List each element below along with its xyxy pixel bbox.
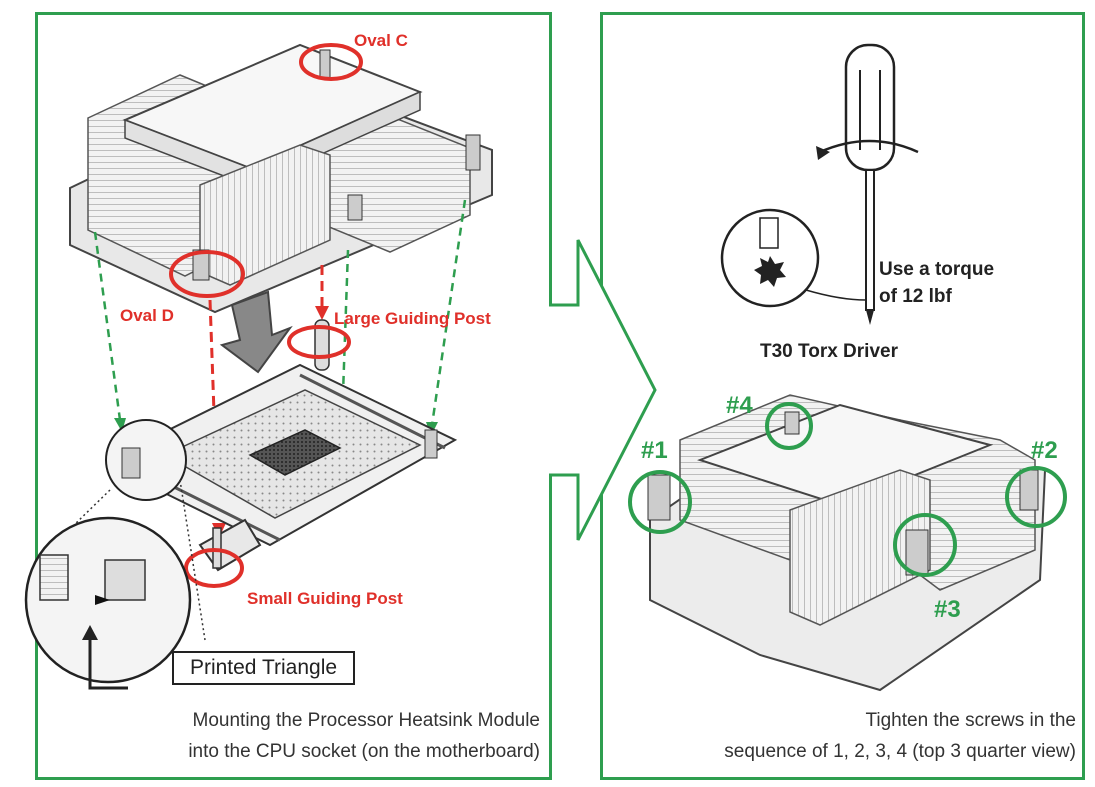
driver-label: T30 Torx Driver (760, 341, 898, 362)
torque-line2: of 12 lbf (879, 286, 952, 307)
triangle-magnifier (24, 419, 206, 690)
oval-d-marker (169, 250, 245, 298)
oval-d-label: Oval D (120, 306, 174, 325)
heatsink-right (647, 394, 1047, 692)
screw-3-label: #3 (934, 596, 961, 623)
left-caption-line2: into the CPU socket (on the motherboard) (188, 741, 540, 762)
screw-2-label: #2 (1031, 437, 1058, 464)
green-guide-lines (93, 199, 467, 481)
small-guiding-post-label: Small Guiding Post (247, 589, 403, 608)
right-caption: Tighten the screws in the sequence of 1,… (724, 705, 1076, 767)
cpu-socket (115, 319, 458, 572)
next-step-arrow (549, 239, 657, 541)
heatsink-left (69, 43, 493, 314)
right-caption-line1: Tighten the screws in the (865, 710, 1076, 731)
screw-1-label: #1 (641, 437, 668, 464)
left-caption: Mounting the Processor Heatsink Module i… (188, 705, 540, 767)
large-post-marker (287, 325, 351, 359)
printed-triangle-label: Printed Triangle (172, 651, 355, 685)
screw-markers (628, 402, 1067, 577)
down-arrow (219, 290, 293, 374)
oval-c-label: Oval C (354, 31, 408, 50)
large-guiding-post-label: Large Guiding Post (334, 309, 491, 328)
left-caption-line1: Mounting the Processor Heatsink Module (192, 710, 540, 731)
screw-4-label: #4 (726, 392, 753, 419)
torque-line1: Use a torque (879, 259, 995, 280)
oval-c-marker (299, 43, 363, 81)
small-post-marker (184, 548, 244, 588)
torx-screwdriver (720, 43, 919, 325)
right-caption-line2: sequence of 1, 2, 3, 4 (top 3 quarter vi… (724, 741, 1076, 762)
